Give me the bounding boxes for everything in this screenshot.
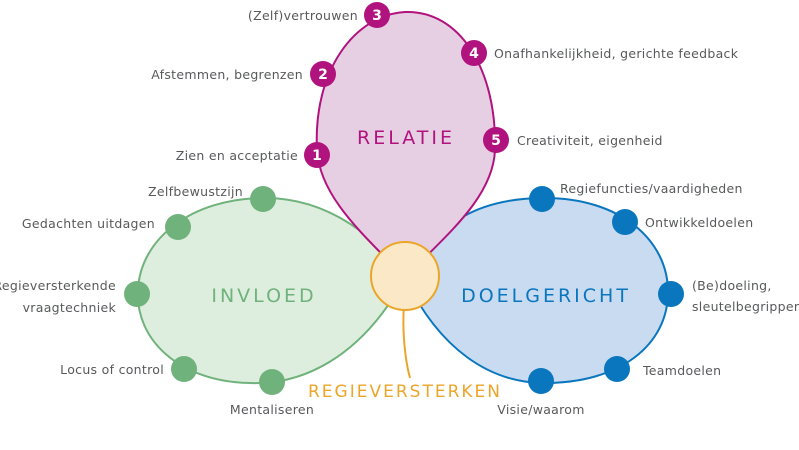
- doelgericht-dot: [612, 209, 638, 235]
- invloed-item: Gedachten uitdagen: [22, 214, 191, 240]
- doelgericht-dot: [604, 356, 630, 382]
- number-5: 5: [491, 133, 501, 149]
- doelgericht-label-line1: (Be)doeling,: [692, 278, 772, 293]
- relatie-shape: [315, 10, 497, 280]
- doelgericht-item: Ontwikkeldoelen: [612, 209, 753, 235]
- invloed-label: Mentaliseren: [230, 402, 314, 417]
- number-badge-2: [310, 61, 336, 87]
- doelgericht-label: Teamdoelen: [642, 363, 721, 378]
- relatie-item: 4 Onafhankelijkheid, gerichte feedback: [461, 40, 739, 66]
- invloed-item: Zelfbewustzijn: [148, 184, 276, 212]
- number-badge-5: [483, 127, 509, 153]
- relatie-item: 3 (Zelf)vertrouwen: [248, 2, 390, 28]
- doelgericht-dot: [529, 186, 555, 212]
- number-4: 4: [469, 46, 479, 62]
- doelgericht-label: Regiefuncties/vaardigheden: [560, 181, 743, 196]
- relatie-label-1: Zien en acceptatie: [176, 148, 298, 163]
- invloed-item: Regieversterkende vraagtechniek: [0, 278, 150, 315]
- number-2: 2: [318, 67, 328, 83]
- relatie-label-3: (Zelf)vertrouwen: [248, 8, 358, 23]
- doelgericht-title: DOELGERICHT: [461, 285, 631, 307]
- doelgericht-dot: [658, 281, 684, 307]
- center-connector-line: [402, 304, 411, 379]
- relatie-item: 5 Creativiteit, eigenheid: [483, 127, 663, 153]
- invloed-dot: [250, 186, 276, 212]
- invloed-label-line2: vraagtechniek: [23, 300, 117, 315]
- relatie-title: RELATIE: [357, 127, 455, 149]
- relatie-label-5: Creativiteit, eigenheid: [517, 133, 663, 148]
- invloed-item: Mentaliseren: [230, 369, 314, 417]
- invloed-dot: [171, 356, 197, 382]
- invloed-label: Locus of control: [60, 362, 164, 377]
- relatie-label-2: Afstemmen, begrenzen: [151, 67, 303, 82]
- invloed-title: INVLOED: [211, 285, 316, 307]
- number-badge-1: [304, 142, 330, 168]
- number-badge-4: [461, 40, 487, 66]
- invloed-item: Locus of control: [60, 356, 197, 382]
- invloed-dot: [124, 281, 150, 307]
- invloed-dot: [259, 369, 285, 395]
- center-label: REGIEVERSTERKEN: [308, 382, 502, 402]
- doelgericht-label: Ontwikkeldoelen: [645, 215, 753, 230]
- doelgericht-item: Teamdoelen: [604, 356, 721, 382]
- doelgericht-label-line2: sleutelbegrippen: [692, 299, 799, 314]
- doelgericht-label: Visie/waarom: [497, 402, 584, 417]
- relatie-item: 1 Zien en acceptatie: [176, 142, 330, 168]
- number-3: 3: [372, 8, 382, 24]
- invloed-dot: [165, 214, 191, 240]
- invloed-label: Gedachten uitdagen: [22, 216, 155, 231]
- doelgericht-item: Regiefuncties/vaardigheden: [529, 181, 743, 212]
- doelgericht-item: Visie/waarom: [497, 368, 584, 417]
- doelgericht-item: (Be)doeling, sleutelbegrippen: [658, 278, 799, 314]
- center-circle: [370, 241, 440, 311]
- number-1: 1: [312, 148, 322, 164]
- relatie-label-4: Onafhankelijkheid, gerichte feedback: [494, 46, 739, 61]
- number-badge-3: [364, 2, 390, 28]
- invloed-label: Zelfbewustzijn: [148, 184, 243, 199]
- invloed-label-line1: Regieversterkende: [0, 278, 116, 293]
- relatie-item: 2 Afstemmen, begrenzen: [151, 61, 336, 87]
- doelgericht-dot: [528, 368, 554, 394]
